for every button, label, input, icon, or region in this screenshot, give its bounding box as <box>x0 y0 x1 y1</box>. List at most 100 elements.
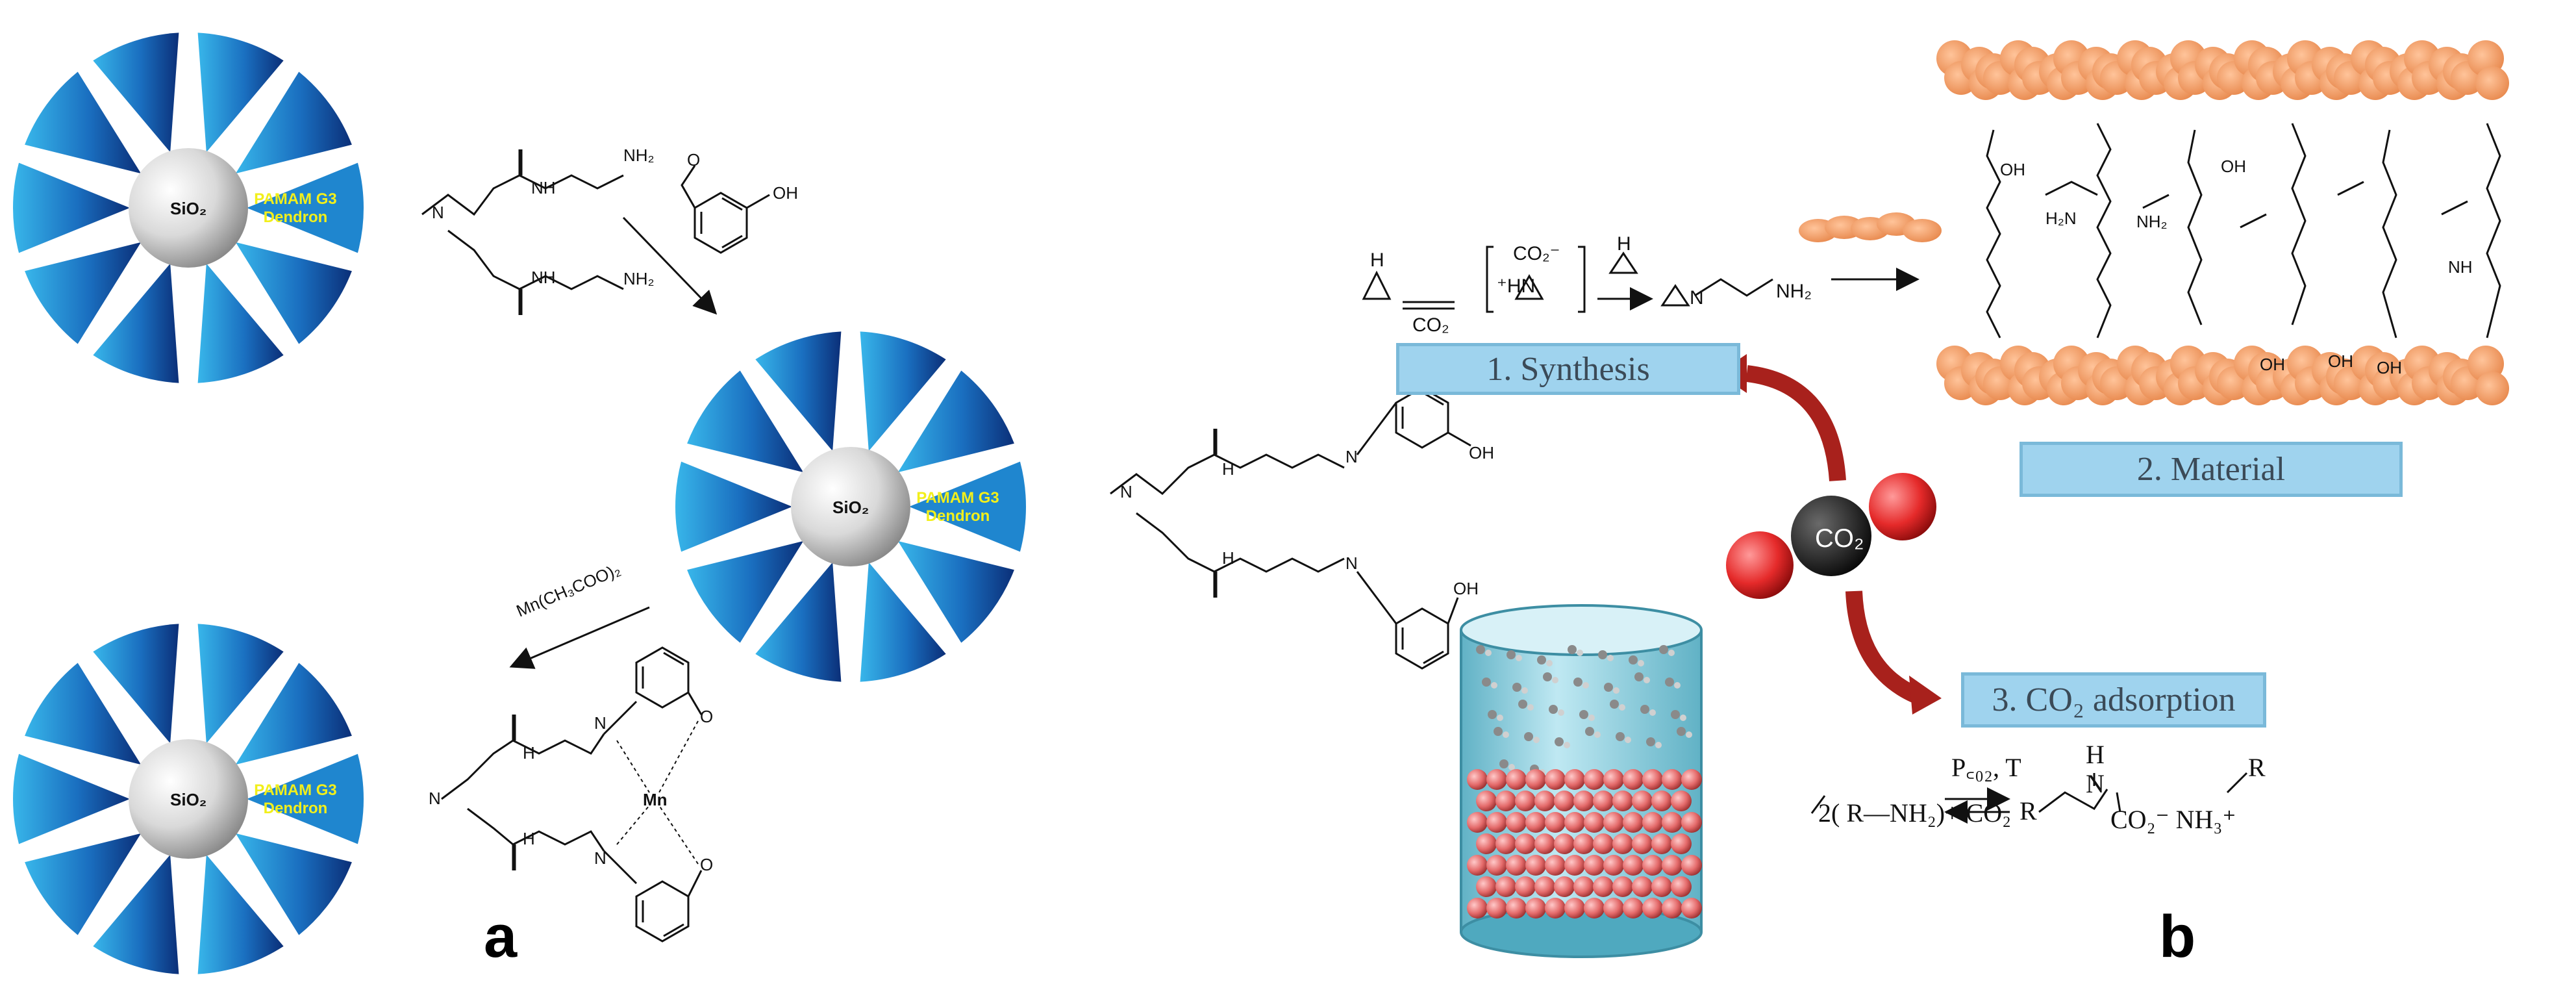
gas-molecule <box>1518 700 1527 709</box>
n-atom: N <box>429 789 441 808</box>
sorbent-particle <box>1486 812 1507 833</box>
silica-bead <box>2475 66 2509 100</box>
silica-core-label: SiO₂ <box>832 498 869 517</box>
dendron-cone <box>93 854 179 974</box>
sorbent-particle <box>1545 812 1566 833</box>
oh-label: OH <box>1469 443 1494 462</box>
sorbent-particle <box>1573 791 1594 811</box>
dendron-cone <box>25 242 142 344</box>
sorbent-particle <box>1612 833 1633 854</box>
h-atom: H <box>1222 548 1234 568</box>
nh2-label: NH₂ <box>623 269 655 288</box>
gas-molecule <box>1644 677 1650 683</box>
silica-core <box>129 148 248 268</box>
sorbent-particle <box>1515 791 1536 811</box>
gas-molecule <box>1573 678 1582 687</box>
sorbent-particle <box>1525 898 1546 919</box>
step-adsorption-label: 3. CO₂ adsorption <box>1992 681 2236 718</box>
gas-molecule <box>1659 645 1668 654</box>
reaction-arrow-2 <box>509 606 650 669</box>
n-atom: N <box>1120 482 1132 501</box>
gas-molecule <box>1543 672 1552 681</box>
sorbent-particle <box>1467 855 1488 876</box>
dendron-cone <box>687 540 804 643</box>
dendron-cone <box>25 833 142 935</box>
dendron-cone <box>687 370 804 473</box>
adsorption-equation <box>1810 772 2248 824</box>
gas-molecule <box>1638 660 1644 666</box>
gas-molecule <box>1640 705 1649 714</box>
sorbent-particle <box>1662 769 1682 790</box>
sorbent-particle <box>1632 833 1653 854</box>
dendron-cone <box>197 854 284 974</box>
n-atom: N <box>1690 287 1704 309</box>
nh2-label: NH₂ <box>623 146 655 165</box>
manganese-acetate-reagent: Mn(CH₃COO)₂ <box>514 559 623 620</box>
material-label: NH₂ <box>2136 212 2168 231</box>
sorbent-particle <box>1671 876 1692 897</box>
nh-label: NH <box>531 268 556 287</box>
sorbent-particle <box>1593 876 1614 897</box>
sorbent-particle <box>1642 769 1663 790</box>
gas-molecule <box>1494 727 1503 736</box>
sorbent-particle <box>1506 898 1527 919</box>
sorbent-particle <box>1506 812 1527 833</box>
sorbent-particle <box>1467 769 1488 790</box>
sorbent-particle <box>1506 855 1527 876</box>
gas-molecule <box>1649 709 1656 716</box>
gas-molecule <box>1546 660 1553 666</box>
dendron-cone <box>93 263 179 383</box>
sorbent-particle <box>1573 876 1594 897</box>
dendron-cone <box>235 242 352 344</box>
dendron-cone <box>235 71 352 174</box>
r-group: R <box>2248 753 2266 782</box>
silica-core-label: SiO₂ <box>170 790 206 809</box>
sorbent-particle <box>1545 855 1566 876</box>
equation-conditions: P꜀₀₂, T <box>1951 753 2021 782</box>
sorbent-particle <box>1476 833 1497 854</box>
gas-molecule <box>1594 731 1601 738</box>
o-label: O <box>700 855 713 874</box>
gas-molecule <box>1482 678 1491 687</box>
gas-molecule <box>1585 727 1594 736</box>
cycle-arrow-down-head <box>1909 676 1942 715</box>
dendron-cone <box>235 833 352 935</box>
mn-complex-structure <box>441 646 703 943</box>
silica-top-layer <box>1936 40 2509 100</box>
gas-molecule <box>1503 731 1509 738</box>
sorbent-particle <box>1642 812 1663 833</box>
gas-molecule <box>1537 655 1546 665</box>
h-atom: H <box>2086 740 2105 769</box>
step-synthesis-box: 1. Synthesis <box>1396 343 1740 395</box>
gas-molecule <box>1577 650 1583 656</box>
amine-dendron-structure <box>421 149 624 315</box>
dendron-cone <box>25 71 142 174</box>
sorbent-particle <box>1584 812 1605 833</box>
nh2-label: NH₂ <box>1776 281 1812 302</box>
sorbent-particle <box>1671 833 1692 854</box>
sorbent-particle <box>1467 812 1488 833</box>
sorbent-particle <box>1593 791 1614 811</box>
gas-molecule <box>1485 650 1492 656</box>
gas-molecule <box>1476 645 1485 654</box>
gas-molecules <box>1476 645 1692 776</box>
sorbent-particle <box>1554 791 1575 811</box>
sorbent-particles <box>1467 769 1702 919</box>
gas-molecule <box>1634 672 1644 681</box>
step-adsorption-box: 3. CO₂ adsorption <box>1961 672 2266 728</box>
gas-molecule <box>1616 732 1625 741</box>
sorbent-particle <box>1545 769 1566 790</box>
dendron-cone <box>755 331 842 451</box>
sorbent-particle <box>1642 898 1663 919</box>
step-material-box: 2. Material <box>2020 442 2403 497</box>
gas-molecule <box>1607 655 1614 661</box>
gas-molecule <box>1613 687 1619 694</box>
labelled-dendron-cone <box>909 461 1026 552</box>
step-material-label: 2. Material <box>2136 451 2286 488</box>
sorbent-particle <box>1554 876 1575 897</box>
material-label: H₂N <box>2045 209 2077 228</box>
gas-molecule <box>1488 710 1497 719</box>
